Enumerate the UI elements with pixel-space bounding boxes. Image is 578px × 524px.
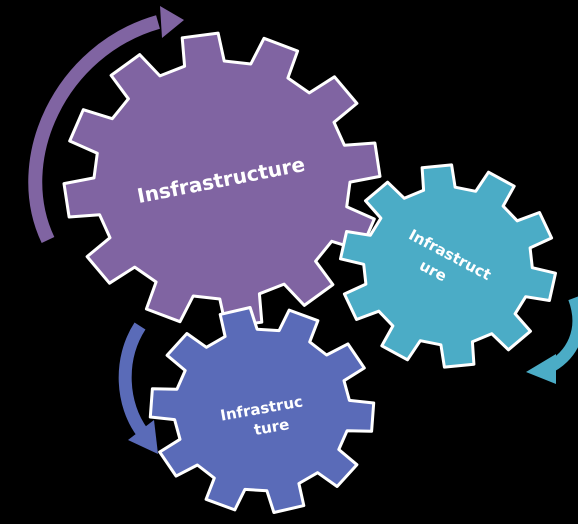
gear-right-shape	[339, 163, 557, 369]
gear-right: Infrastruct ure	[339, 163, 557, 369]
arrows-layer	[28, 6, 578, 454]
blue-arrow-head	[128, 420, 158, 454]
gear-large: Insfrastructure	[62, 31, 382, 329]
blue-curved-arrow	[118, 322, 148, 436]
gear-bottom-shape	[148, 306, 376, 514]
gear-large-shape	[62, 31, 382, 329]
teal-arrow-head	[526, 354, 556, 384]
gear-bottom: Infrastruc ture	[148, 306, 376, 514]
purple-curved-arrow	[28, 15, 160, 243]
purple-arrow-head	[160, 6, 184, 38]
gear-bottom-label-line-2: ture	[253, 415, 291, 439]
